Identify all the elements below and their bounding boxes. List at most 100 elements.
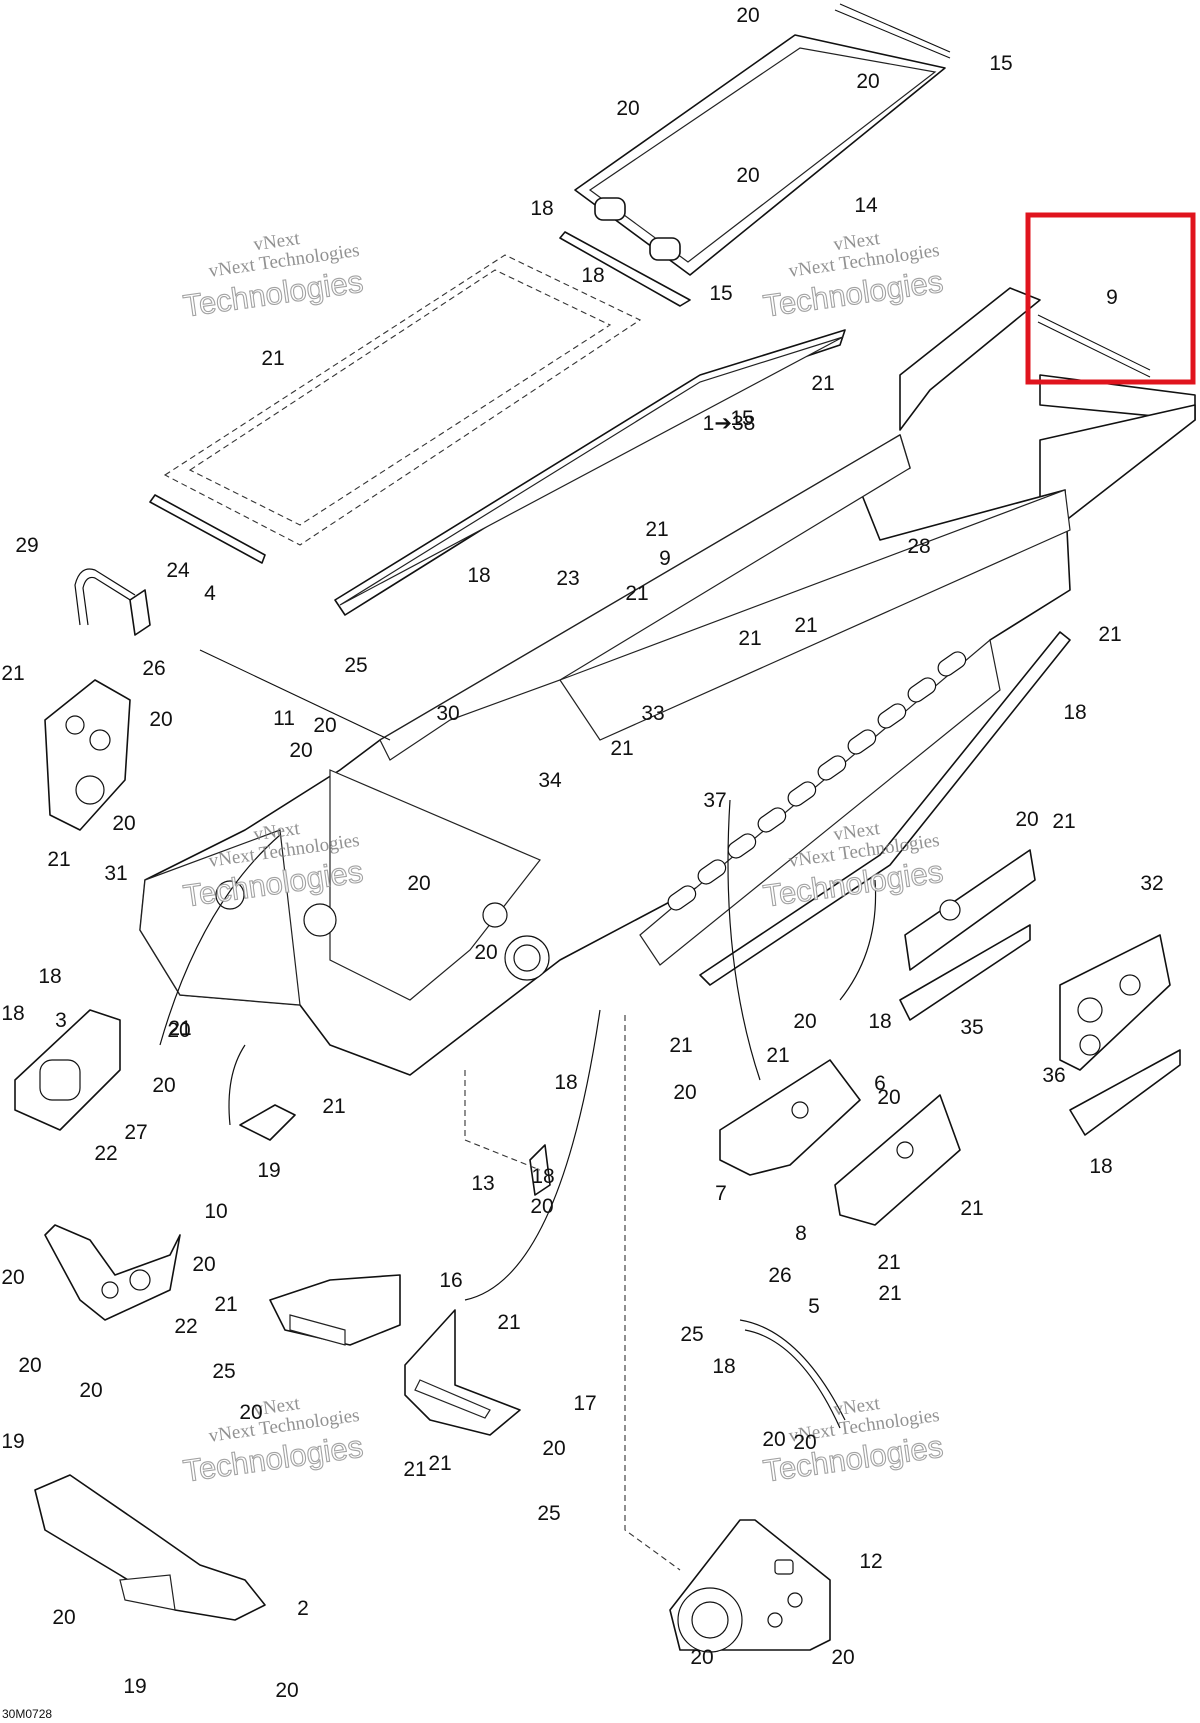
callout-label: 21: [322, 1095, 345, 1118]
callout-label: 14: [854, 194, 878, 217]
part-7-bracket: [719, 1059, 861, 1176]
right-rail: [699, 631, 1071, 986]
callout-label: 5: [808, 1295, 820, 1318]
part-13-clip: [239, 1104, 296, 1141]
callout-label: 9: [659, 547, 671, 570]
callout-label: 27: [124, 1121, 147, 1144]
callout-label: 20: [1, 1266, 24, 1289]
callout-label: 18: [868, 1010, 891, 1033]
callout-label: 21: [669, 1034, 692, 1057]
callout-label: 21: [960, 1197, 983, 1220]
part-3-bracket: [14, 1009, 121, 1131]
callout-label: 19: [123, 1675, 146, 1698]
callout-label: 21: [794, 614, 817, 637]
callout-label: 20: [1015, 808, 1038, 831]
part-32-plate: [1059, 934, 1171, 1071]
callout-label: 20: [167, 1019, 190, 1042]
callout-label: 20: [149, 708, 172, 731]
callout-label: 20: [831, 1646, 854, 1669]
main-tunnel-chassis: [139, 434, 1071, 1076]
part-5-rod: [739, 1319, 846, 1429]
tunnel-slot: [697, 859, 727, 885]
part-36-strip: [1069, 1049, 1181, 1136]
callout-label: 25: [344, 654, 367, 677]
part-2-plate: [34, 1474, 266, 1621]
callout-label: 20: [79, 1379, 102, 1402]
callout-label: 20: [673, 1081, 696, 1104]
assembly-arrows: [159, 649, 877, 1571]
callout-label: 28: [907, 535, 930, 558]
callout-label: 20: [239, 1401, 262, 1424]
callout-label: 20: [856, 70, 879, 93]
callout-label: 21: [738, 627, 761, 650]
part-16-bracket: [269, 1274, 401, 1346]
tunnel-slot: [757, 807, 787, 833]
tunnel-slot: [847, 729, 877, 755]
part-35-strip: [899, 924, 1031, 1021]
callout-label: 21: [811, 372, 834, 395]
part-12-plate: [669, 1519, 831, 1653]
part-17-bracket: [404, 1309, 521, 1436]
callout-label: 30: [436, 702, 459, 725]
callout-label: 18: [531, 1165, 554, 1188]
part-10-bracket: [44, 1224, 181, 1321]
callout-label: 21: [766, 1044, 789, 1067]
callout-label: 21: [1052, 810, 1075, 833]
callout-label: 18: [581, 264, 604, 287]
callout-label: 18: [530, 197, 553, 220]
callout-label: 20: [793, 1010, 816, 1033]
callout-label: 3: [55, 1009, 67, 1032]
callout-label: 34: [538, 769, 562, 792]
highlight-callout-label: 9: [1106, 286, 1118, 309]
callout-label: 26: [768, 1264, 791, 1287]
callout-label: 19: [1, 1430, 24, 1453]
part-11-plate: [44, 679, 131, 831]
callout-label: 20: [313, 714, 336, 737]
callout-label: 15: [989, 52, 1012, 75]
tunnel-slot: [817, 755, 847, 781]
top-cover-panel: [559, 3, 951, 307]
callout-label: 12: [859, 1550, 882, 1573]
callout-label: 16: [439, 1269, 462, 1292]
callout-label: 21: [1, 662, 24, 685]
callout-label: 20: [736, 4, 759, 27]
callout-label: 25: [680, 1323, 703, 1346]
under-tray-dashed: [149, 254, 642, 564]
callout-label: 36: [1042, 1064, 1065, 1087]
callout-label: 21: [645, 518, 668, 541]
figure-code: 30M0728: [2, 1707, 52, 1721]
callout-label: 21: [625, 582, 648, 605]
highlight-box: [1025, 212, 1196, 385]
callout-label: 21: [877, 1251, 900, 1274]
callout-label: 20: [474, 941, 497, 964]
callout-label: 21: [497, 1311, 520, 1334]
callout-label: 20: [542, 1437, 565, 1460]
callout-label: 2: [297, 1597, 309, 1620]
callout-label: 33: [641, 702, 664, 725]
callout-label: 18: [712, 1355, 735, 1378]
callout-label: 20: [877, 1086, 900, 1109]
callout-label: 25: [537, 1502, 560, 1525]
tunnel-slot: [907, 677, 937, 703]
callout-label: 20: [18, 1354, 41, 1377]
callout-label: 23: [556, 567, 579, 590]
part-31-bracket: [904, 849, 1036, 971]
callout-label: 21: [47, 848, 70, 871]
callout-label: 20: [52, 1606, 75, 1629]
callout-label: 20: [289, 739, 312, 762]
callout-label: 20: [152, 1074, 175, 1097]
tunnel-slot: [667, 885, 697, 911]
callout-label: 22: [174, 1315, 197, 1338]
tunnel-slot: [937, 651, 967, 677]
callout-label: 32: [1140, 872, 1163, 895]
callout-label: 20: [530, 1195, 553, 1218]
part-9-bracket: [899, 287, 1196, 526]
part-8-bracket: [834, 1094, 961, 1226]
callout-label: 20: [793, 1431, 816, 1454]
callout-label: 37: [703, 789, 726, 812]
callout-label: 18: [554, 1071, 577, 1094]
callout-label: 4: [204, 582, 216, 605]
callout-label: 20: [192, 1253, 215, 1276]
